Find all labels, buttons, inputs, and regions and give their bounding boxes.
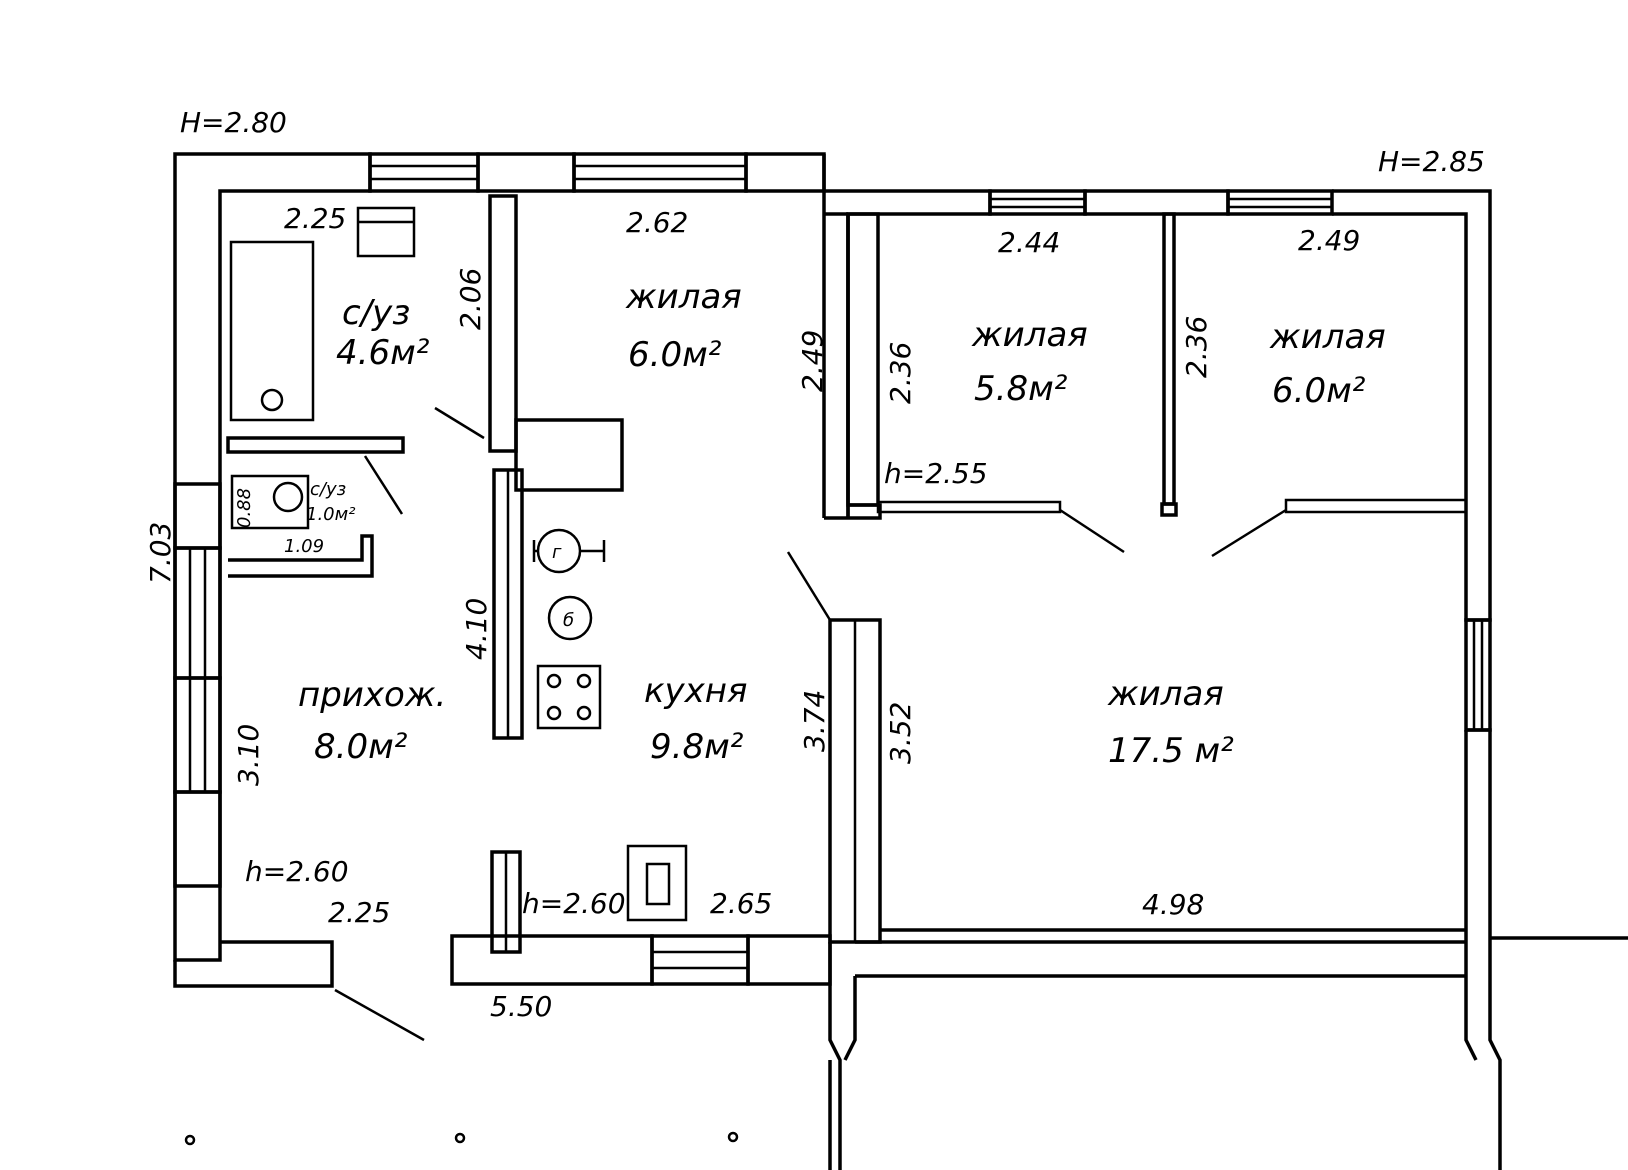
height-bedrooms: h=2.55	[884, 457, 988, 490]
toilet-icon	[230, 474, 310, 530]
dim-living-mid-width: 2.44	[998, 226, 1060, 259]
dim-living-large-height: 3.52	[884, 702, 917, 764]
room-living-large-area: 17.5 м²	[1108, 731, 1234, 771]
dim-kitchen-width: 2.65	[710, 887, 772, 920]
room-kitchen-area: 9.8м²	[650, 727, 744, 767]
room-kitchen-name: кухня	[644, 671, 747, 711]
chimney-icon	[626, 844, 688, 922]
sink-icon	[356, 206, 416, 258]
room-wc-area: 1.0м²	[306, 504, 355, 525]
height-left-block: H=2.80	[180, 106, 287, 139]
fixtures	[184, 206, 739, 1146]
room-living-mid-name: жилая	[971, 315, 1088, 355]
dim-living-large-width: 4.98	[1142, 888, 1204, 921]
room-living-large-name: жилая	[1107, 674, 1224, 714]
dim-living-mid-height: 2.36	[884, 342, 917, 404]
room-living-right-name: жилая	[1269, 317, 1386, 357]
height-kitchen: h=2.60	[522, 887, 626, 920]
dim-total-left-height: 7.03	[144, 522, 177, 584]
walls	[173, 152, 1628, 1170]
room-living-small-area: 6.0м²	[628, 335, 722, 375]
dim-hall-height: 3.10	[232, 724, 265, 786]
room-wc-name: с/уз	[310, 479, 346, 500]
dim-total-width: 5.50	[490, 990, 552, 1023]
dim-living-right-height: 2.36	[1180, 316, 1213, 378]
room-living-mid-area: 5.8м²	[974, 369, 1068, 409]
dim-wc-width: 1.09	[284, 536, 324, 557]
dim-hall-width: 2.25	[328, 896, 390, 929]
dim-kitchen-height: 3.74	[798, 690, 831, 752]
dim-living-small-width: 2.62	[626, 206, 688, 239]
dim-living-right-width: 2.49	[1298, 224, 1360, 257]
bathtub-icon	[229, 240, 315, 422]
boiler-symbol: б	[563, 610, 574, 631]
room-bath-name: с/уз	[342, 293, 410, 333]
dim-wc-height: 0.88	[234, 488, 255, 528]
stove-icon	[536, 664, 602, 730]
room-living-small-name: жилая	[625, 277, 742, 317]
room-living-right-area: 6.0м²	[1272, 371, 1366, 411]
gas-symbol: г	[552, 542, 562, 563]
room-bath-area: 4.6м²	[336, 333, 430, 373]
dim-kitchen-partition: 4.10	[460, 598, 493, 660]
room-hall-name: прихож.	[298, 675, 446, 715]
height-hall: h=2.60	[245, 855, 349, 888]
room-hall-area: 8.0м²	[314, 727, 408, 767]
door-swings	[334, 406, 1287, 1042]
dim-bath-width: 2.25	[284, 202, 346, 235]
height-right-block: H=2.85	[1378, 145, 1485, 178]
dim-living-small-height: 2.49	[796, 330, 829, 392]
dim-bath-height: 2.06	[454, 268, 487, 330]
